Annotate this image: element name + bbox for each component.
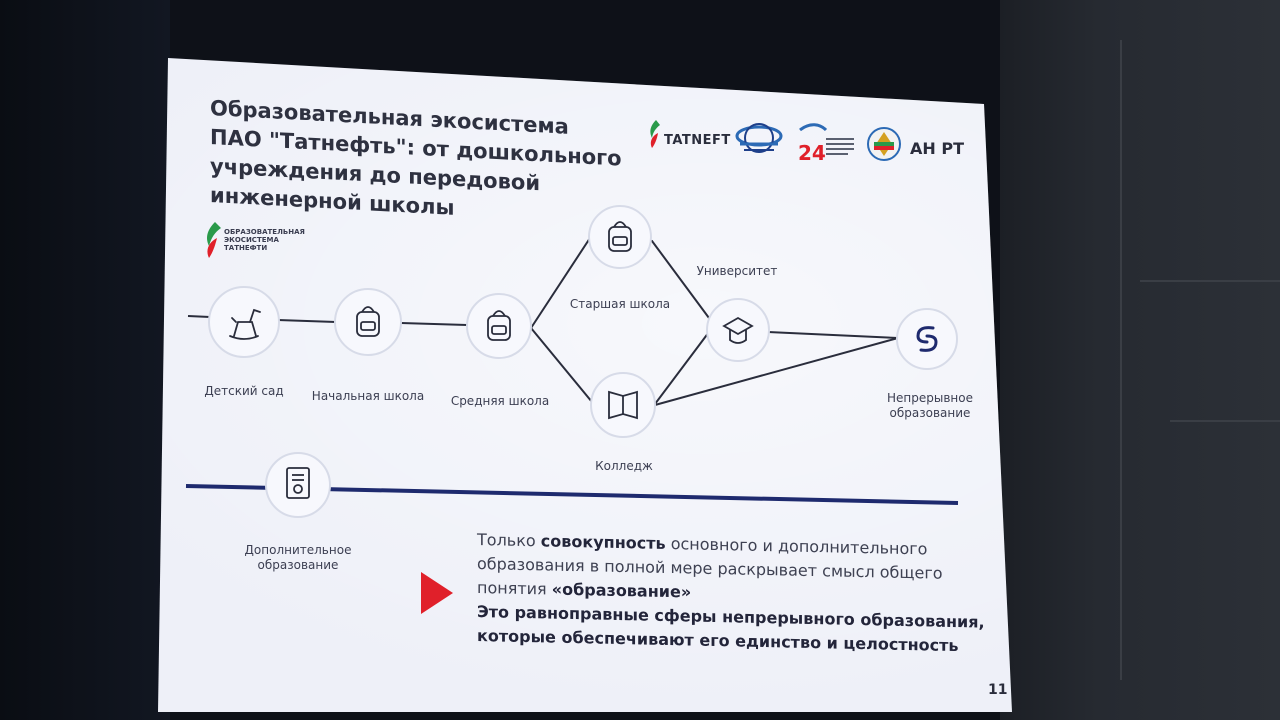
label-high-school: Старшая школа bbox=[569, 297, 671, 311]
page-number: 11 bbox=[988, 682, 1008, 698]
label-university: Университет bbox=[696, 264, 778, 278]
label-continuous-education: Непрерывное образование bbox=[887, 391, 973, 420]
label-middle-school: Средняя школа bbox=[450, 394, 550, 408]
room-right-wall bbox=[1000, 0, 1280, 720]
tatneft-logo-text: TATNEFT bbox=[664, 133, 731, 148]
eco-logo-text: ОБРАЗОВАТЕЛЬНАЯ ЭКОСИСТЕМА ТАТНЕФТИ bbox=[224, 228, 305, 252]
anniversary-logo-icon: 24 bbox=[798, 123, 854, 164]
label-primary-school: Начальная школа bbox=[311, 389, 425, 403]
backpack-icon bbox=[356, 306, 380, 337]
eco-logo-icon bbox=[207, 222, 221, 258]
continuous-loop-icon bbox=[916, 326, 938, 352]
info-text-block: Только совокупность основного и дополнит… bbox=[477, 528, 985, 659]
label-college: Колледж bbox=[595, 459, 653, 473]
emblem-icon bbox=[735, 123, 783, 153]
backpack-icon bbox=[487, 310, 511, 341]
an-rt-emblem-icon bbox=[867, 127, 901, 161]
room-left-wall bbox=[0, 0, 170, 720]
backpack-icon bbox=[608, 221, 632, 252]
university-node bbox=[706, 298, 770, 362]
an-rt-text: АН РТ bbox=[910, 139, 964, 158]
continuous-education-node bbox=[896, 308, 958, 370]
anniversary-number: 24 bbox=[798, 141, 826, 164]
graduation-cap-icon bbox=[722, 316, 754, 344]
label-kindergarten: Детский сад bbox=[204, 384, 284, 398]
book-icon bbox=[608, 390, 638, 420]
tatneft-logo-icon bbox=[650, 120, 660, 148]
label-additional-education: Дополнительное образование bbox=[244, 543, 352, 572]
red-triangle-arrow-icon bbox=[421, 572, 453, 614]
rocking-horse-icon bbox=[229, 308, 261, 340]
certificate-icon bbox=[286, 467, 310, 499]
